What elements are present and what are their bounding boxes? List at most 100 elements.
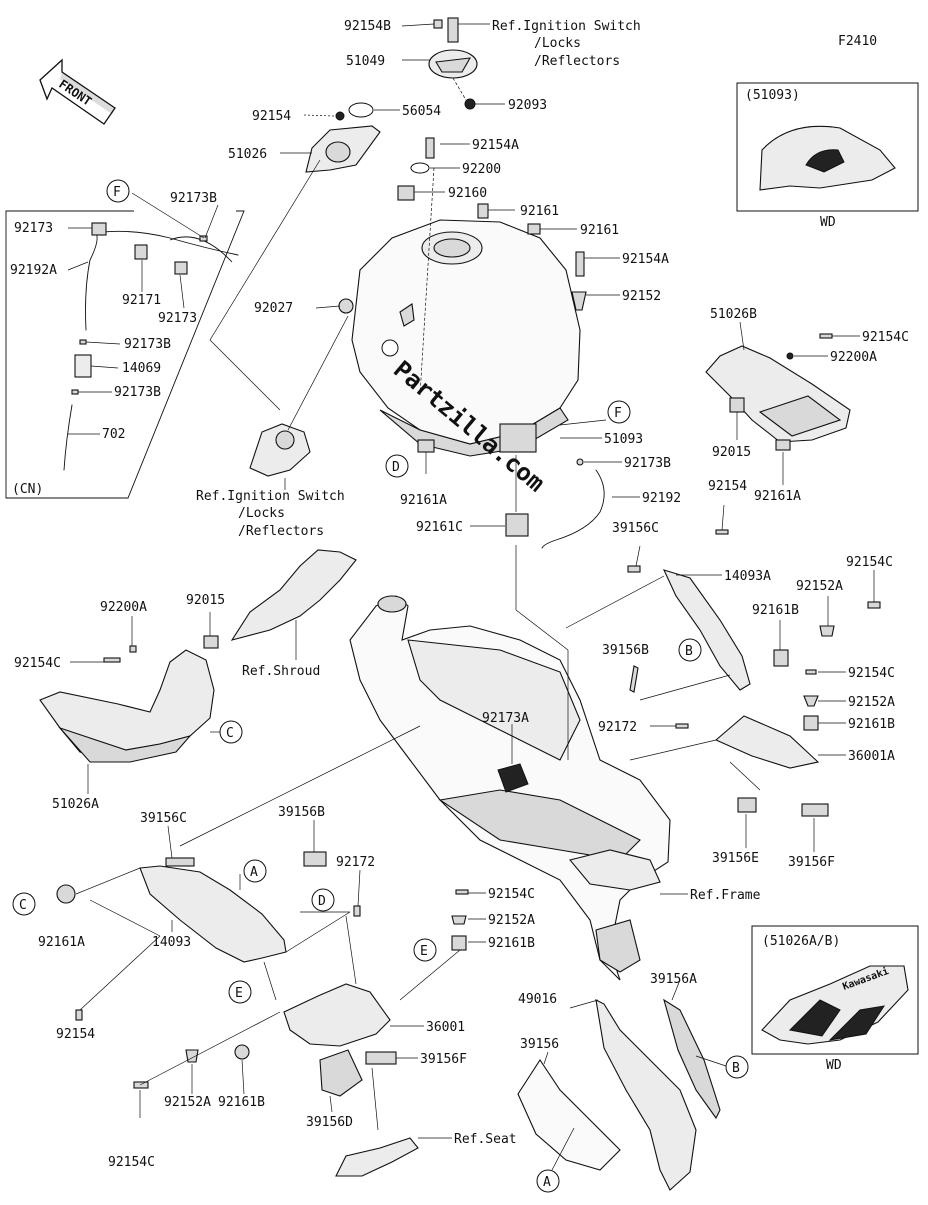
damper-92161a xyxy=(417,439,435,453)
label-92154c-e: 92154C xyxy=(488,887,535,902)
damper-92160 xyxy=(397,185,415,201)
label-cn-92173b-top: 92173B xyxy=(170,191,217,206)
callout-f-tank xyxy=(607,400,631,424)
tank-dampers: D 92161A 92161C 92173B 92192 xyxy=(385,439,681,549)
bolt-92172-a xyxy=(675,723,689,729)
washer-92200a-b xyxy=(129,645,137,653)
box-51093-note: WD xyxy=(820,215,836,230)
label-92161-a: 92161 xyxy=(520,204,559,219)
ref-ignition-top-2: /Locks xyxy=(534,36,581,51)
label-92154c-d: 92154C xyxy=(14,656,61,671)
bolt-92154c-c xyxy=(805,669,817,675)
damper-92161a-a xyxy=(775,439,791,451)
ignition-lock-group: Ref.Ignition Switch /Locks /Reflectors xyxy=(196,315,349,539)
label-92015-a: 92015 xyxy=(712,445,751,460)
label-92161c: 92161C xyxy=(416,520,463,535)
left-front-cover-group: 92015 92200A 92154C 51026A Ref.Shroud C xyxy=(14,549,357,812)
frame-group: 92173A Ref.Frame xyxy=(349,545,761,981)
cn-clip-92171 xyxy=(134,244,148,260)
callout-a-lower-label: A xyxy=(543,1175,551,1190)
lock-cylinder xyxy=(447,17,459,43)
collar-92152a-c xyxy=(451,915,467,925)
label-92154b: 92154B xyxy=(344,19,391,34)
callout-c-front xyxy=(219,720,243,744)
label-92154c-f: 92154C xyxy=(108,1155,155,1170)
ignition-switch-shape xyxy=(249,423,311,477)
label-51093: 51093 xyxy=(604,432,643,447)
label-92093: 92093 xyxy=(508,98,547,113)
label-49016: 49016 xyxy=(518,992,557,1007)
label-39156a: 39156A xyxy=(650,972,697,987)
box-51093-title: (51093) xyxy=(745,88,800,103)
cn-valve-14069 xyxy=(74,354,92,378)
center-lower-group: 92154C 92152A 92161B E 36001 39156F 3915… xyxy=(108,887,535,1177)
washer-92200 xyxy=(410,162,430,174)
label-92161b-c: 92161B xyxy=(488,936,535,951)
label-92154c-c: 92154C xyxy=(848,666,895,681)
fuel-tank-group: 92154A 92200 92160 92161 92161 92154A 92… xyxy=(254,137,669,512)
cn-clamp-92173-b xyxy=(174,261,188,275)
grommet-92027 xyxy=(338,298,354,314)
label-92154a-a: 92154A xyxy=(472,138,519,153)
cover-51026b-group: 51026B 92154C 92200A 92015 92161A xyxy=(705,307,909,504)
label-92152: 92152 xyxy=(622,289,661,304)
box-51026ab-note: WD xyxy=(826,1058,842,1073)
bracket-36001 xyxy=(283,983,391,1047)
cn-tag: (CN) xyxy=(12,482,43,497)
cn-hose-702 xyxy=(63,404,73,471)
callout-d-side xyxy=(311,888,335,912)
bolt-92154c-a xyxy=(819,333,833,339)
cn-clamp-92173b-top xyxy=(199,235,208,242)
label-51026: 51026 xyxy=(228,147,267,162)
label-cn-92173b-low: 92173B xyxy=(114,385,161,400)
right-side-cover-group: 92154 39156C 14093A 39156B B 92154C 9215… xyxy=(565,479,895,870)
callout-c-side xyxy=(12,892,36,916)
label-92200a-a: 92200A xyxy=(830,350,877,365)
collar-92152a-a xyxy=(819,625,835,637)
label-cn-702: 702 xyxy=(102,427,125,442)
label-92173a: 92173A xyxy=(482,711,529,726)
callout-e-left-label: E xyxy=(235,986,243,1001)
label-36001: 36001 xyxy=(426,1020,465,1035)
bolt-92172-b xyxy=(353,905,361,917)
callout-d-tank-label: D xyxy=(392,460,400,475)
label-92161-b: 92161 xyxy=(580,223,619,238)
fuel-cap-group: 92154B 51049 92093 Ref.Ignition Switch /… xyxy=(344,17,641,113)
box-51093-wd: (51093) WD xyxy=(736,82,919,230)
callout-b-lower-label: B xyxy=(732,1061,740,1076)
cover-51026a xyxy=(39,649,215,759)
label-36001a: 36001A xyxy=(848,749,895,764)
bolt-92154c-e xyxy=(455,889,469,895)
label-92154-a: 92154 xyxy=(252,109,291,124)
label-92173b-a: 92173B xyxy=(624,456,671,471)
pad-39156f-a xyxy=(801,803,829,817)
label-92154-b: 92154 xyxy=(708,479,747,494)
label-92161b-d: 92161B xyxy=(218,1095,265,1110)
label-92152a-a: 92152A xyxy=(796,579,843,594)
ref-ignition-mid-1: Ref.Ignition Switch xyxy=(196,489,345,504)
cn-clamp-92173 xyxy=(91,222,107,236)
callout-b-right xyxy=(678,638,702,662)
label-39156b-b: 39156B xyxy=(278,805,325,820)
pad-39156b-a xyxy=(629,665,639,693)
screw-92154 xyxy=(335,111,345,121)
label-39156e: 39156E xyxy=(712,851,759,866)
label-92161a-c: 92161A xyxy=(38,935,85,950)
label-cn-14069: 14069 xyxy=(122,361,161,376)
damper-92161b-d xyxy=(234,1044,250,1060)
label-14093a: 14093A xyxy=(724,569,771,584)
label-92161a-b: 92161A xyxy=(400,493,447,508)
label-92161b-b: 92161B xyxy=(848,717,895,732)
label-56054: 56054 xyxy=(402,104,441,119)
ref-ignition-mid-2: /Locks xyxy=(238,506,285,521)
label-92200: 92200 xyxy=(462,162,501,177)
box-51026ab-title: (51026A/B) xyxy=(762,934,840,949)
bolt-92154-c xyxy=(75,1009,83,1021)
label-92154c-b: 92154C xyxy=(846,555,893,570)
callout-e-left xyxy=(228,980,252,1004)
label-92160: 92160 xyxy=(448,186,487,201)
left-side-cover-group: 39156C 39156B 92172 92161A 14093 92154 C… xyxy=(12,725,421,1042)
ref-ignition-top-1: Ref.Ignition Switch xyxy=(492,19,641,34)
fuel-tank-51093 xyxy=(351,219,581,445)
callout-d-tank xyxy=(385,454,409,478)
